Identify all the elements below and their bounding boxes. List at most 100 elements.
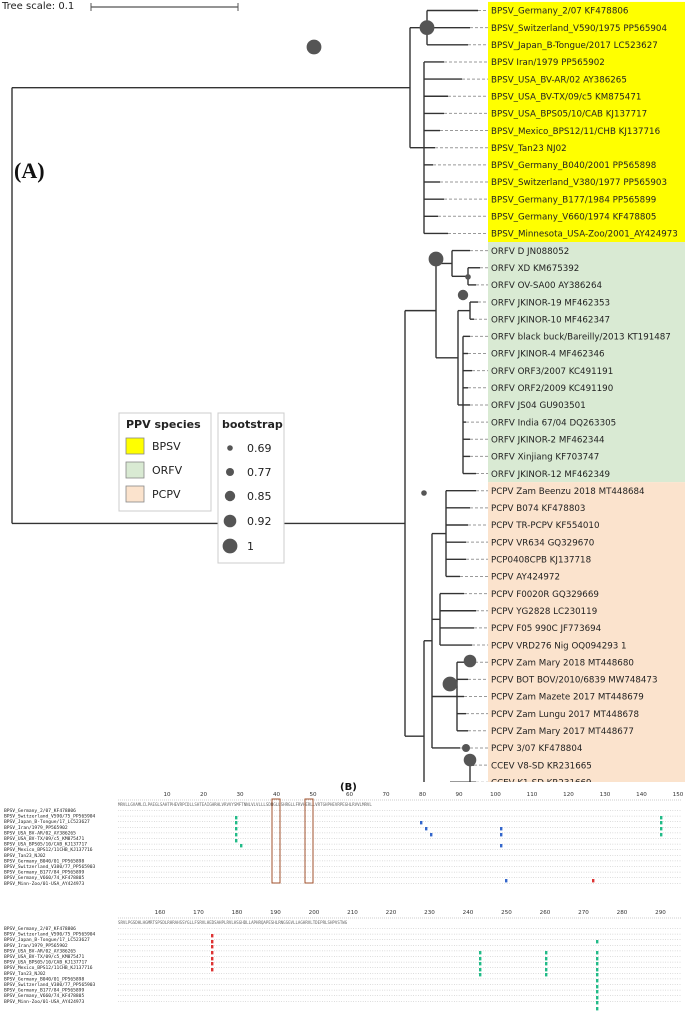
legend-bootstrap-092: 0.92: [247, 515, 272, 528]
alignment-consensus: SRVLPGSDHLHGMRTSPSDLRHRAHSSYGLLFSRVLHEDS…: [118, 920, 348, 925]
alignment-sequence-name: BPSV_Germany_B040/01_PP565898: [4, 858, 84, 864]
taxon-label: ORFV Xinjiang KF703747: [491, 453, 599, 463]
legend-bootstrap-1: 1: [247, 540, 254, 553]
alignment-ruler-tick: 150: [673, 792, 684, 798]
panel-label-a: (A): [14, 158, 45, 183]
taxon-label: BPSV_Germany_B040/2001 PP565898: [491, 161, 656, 171]
variant-residue-mark: [235, 821, 238, 825]
variant-residue-mark: [545, 962, 548, 966]
alignment-ruler-tick: 120: [563, 792, 574, 798]
legend-bootstrap-077: 0.77: [247, 466, 272, 479]
alignment-sequence-name: BPSV_Germany_V660/74_KF478805: [4, 875, 84, 881]
alignment-ruler-tick: 80: [419, 792, 427, 798]
taxon-label: ORFV JS04 GU903501: [491, 401, 586, 411]
variant-residue-mark: [479, 962, 482, 966]
variant-residue-mark: [479, 951, 482, 955]
alignment-sequence-name: BPSV_USA_BPS05/10/CAB_KJ137717: [4, 842, 87, 848]
taxon-label: CCEV V8-SD KR231665: [491, 761, 592, 771]
variant-residue-mark: [211, 934, 214, 938]
taxon-label: BPSV_Germany_B177/1984 PP565899: [491, 195, 656, 205]
variant-residue-mark: [596, 940, 599, 944]
taxon-label: BPSV_Switzerland_V590/1975 PP565904: [491, 24, 667, 34]
variant-residue-mark: [596, 979, 599, 983]
alignment-ruler-tick: 30: [236, 792, 244, 798]
taxon-label: BPSV_USA_BV-TX/09/c5 KM875471: [491, 92, 641, 102]
variant-residue-mark: [211, 962, 214, 966]
alignment-sequence-name: BPSV_USA_BV-TX/09/c5_KM875471: [4, 836, 84, 842]
bootstrap-node-0: [419, 20, 435, 36]
tree-scale-label: Tree scale: 0.1: [1, 1, 74, 12]
alignment-consensus: MRVLLGVAMLCLPAEGLSAHTPHEVRPCDLLSHTEAIGHR…: [118, 802, 372, 807]
bootstrap-node-3: [465, 274, 471, 280]
tree-branches: [11, 9, 480, 782]
variant-residue-mark: [500, 827, 503, 831]
alignment-sequence-name: BPSV_Mexico_BPS12/11CHB_KJ137716: [4, 965, 93, 971]
taxon-label: BPSV_Germany_2/07 KF478806: [491, 7, 628, 17]
taxon-label: ORFV ORF2/2009 KC491190: [491, 384, 613, 394]
taxon-label: PCPV 3/07 KF478804: [491, 744, 583, 754]
alignment-sequence-name: BPSV_Germany_B040/01_PP565898: [4, 976, 84, 982]
alignment-sequence-name: BPSV_Germany_2/07_KF478806: [4, 926, 76, 932]
variant-residue-mark: [545, 973, 548, 977]
alignment-sequence-name: BPSV_USA_BV-TX/09/c5_KM875471: [4, 954, 84, 960]
taxon-label: ORFV JKINOR-19 MF462353: [491, 298, 610, 308]
legend-bootstrap-dot-077: [226, 468, 234, 476]
variant-residue-mark: [235, 833, 238, 837]
legend-species-pcpv: PCPV: [152, 488, 181, 501]
alignment-ruler-tick: 160: [155, 910, 166, 916]
variant-residue-mark: [211, 957, 214, 961]
taxon-label: BPSV_USA_BV-AR/02 AY386265: [491, 75, 627, 85]
alignment-sequence-name: BPSV_Switzerland_V590/75_PP565904: [4, 932, 96, 938]
taxon-label: ORFV OV-SA00 AY386264: [491, 281, 602, 291]
legend-bootstrap: bootstrap 0.69 0.77 0.85 0.92 1: [217, 412, 285, 564]
bootstrap-node-1: [306, 39, 322, 55]
alignment-ruler-tick: 220: [386, 910, 397, 916]
clade-box-bpsv: [488, 1, 685, 243]
variant-residue-mark: [545, 951, 548, 955]
alignment-ruler-tick: 100: [490, 792, 501, 798]
alignment-sequence-name: BPSV_Germany_2/07_KF478806: [4, 808, 76, 814]
variant-residue-mark: [596, 1007, 599, 1011]
alignment-sequence-name: BPSV_Iran/1979_PP565902: [4, 943, 68, 949]
taxon-label: PCPV VR634 GQ329670: [491, 538, 594, 548]
taxon-label: ORFV JKINOR-10 MF462347: [491, 315, 610, 325]
alignment-sequence-name: BPSV_USA_BPS05/10/CAB_KJ137717: [4, 960, 87, 966]
variant-residue-mark: [596, 957, 599, 961]
taxon-label: BPSV_Japan_B-Tongue/2017 LC523627: [491, 41, 658, 51]
bootstrap-markers: [306, 20, 477, 767]
variant-residue-mark: [235, 816, 238, 820]
taxon-label: PCPV Zam Beenzu 2018 MT448684: [491, 487, 645, 497]
legend-bootstrap-title: bootstrap: [222, 418, 283, 431]
variant-residue-mark: [545, 957, 548, 961]
taxon-label: ORFV black buck/Bareilly/2013 KT191487: [491, 333, 671, 343]
alignment-ruler-tick: 130: [600, 792, 611, 798]
taxon-label: PCPV Zam Mary 2017 MT448677: [491, 727, 634, 737]
variant-residue-mark: [596, 985, 599, 989]
legend-species-orfv: ORFV: [152, 464, 183, 477]
variant-residue-mark: [211, 968, 214, 972]
alignment-sequence-name: BPSV_Tan23_NJ02: [4, 971, 46, 977]
alignment-ruler-tick: 210: [347, 910, 358, 916]
alignment-ruler-tick: 40: [273, 792, 281, 798]
variant-residue-mark: [240, 844, 243, 848]
variant-residue-mark: [660, 821, 663, 825]
taxon-label: BPSV_Tan23 NJ02: [491, 144, 567, 154]
legend-species-bpsv: BPSV: [152, 440, 181, 453]
taxon-label: BPSV_Germany_V660/1974 KF478805: [491, 213, 656, 223]
variant-residue-mark: [211, 940, 214, 944]
alignment-ruler-tick: 240: [463, 910, 474, 916]
legend-bootstrap-085: 0.85: [247, 490, 272, 503]
alignment-sequence-name: BPSV_Minn-Zoo/01-USA_AY424973: [4, 881, 84, 887]
taxon-label: PCPV VRD276 Nig OQ094293 1: [491, 641, 627, 651]
alignment-sequence-name: BPSV_Iran/1979_PP565902: [4, 825, 68, 831]
legend-bootstrap-dot-085: [224, 490, 236, 502]
taxon-label: PCPV F05 990C JF773694: [491, 624, 602, 634]
taxon-label: PCPV Zam Lungu 2017 MT448678: [491, 710, 639, 720]
alignment-sequence-name: BPSV_Tan23_NJ02: [4, 853, 46, 859]
bootstrap-node-8: [462, 744, 470, 752]
alignment-ruler-tick: 50: [309, 792, 317, 798]
taxon-label: ORFV XD KM675392: [491, 264, 579, 274]
variant-column-box: [271, 798, 281, 884]
